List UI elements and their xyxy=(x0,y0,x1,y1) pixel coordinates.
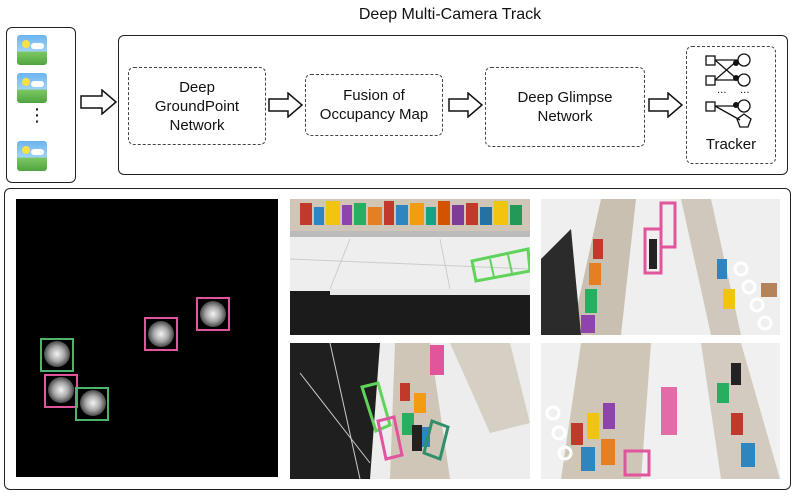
stage-groundpoint-network: Deep GroundPoint Network xyxy=(128,67,266,145)
occupancy-blob xyxy=(148,321,174,347)
input-images-panel xyxy=(6,27,76,183)
stage-glimpse-network: Deep Glimpse Network xyxy=(485,67,645,147)
camera-view xyxy=(541,199,780,335)
detection-box-pink xyxy=(144,317,178,351)
right-arrow-icon xyxy=(448,92,484,118)
occupancy-blob xyxy=(48,377,74,403)
more-images-ellipsis: ⋮ xyxy=(28,105,46,125)
stage-occupancy-fusion: Fusion of Occupancy Map xyxy=(305,74,443,136)
stage-tracker xyxy=(686,46,776,164)
occupancy-blob xyxy=(80,390,106,416)
results-panel xyxy=(4,188,791,490)
detection-box-pink xyxy=(196,297,230,331)
camera-view xyxy=(290,199,530,335)
tracker-label: Tracker xyxy=(705,136,757,153)
right-arrow-icon xyxy=(648,92,684,118)
detection-box-green xyxy=(75,387,109,421)
detection-box-pink xyxy=(44,374,78,408)
svg-text:···: ··· xyxy=(717,88,727,99)
pipeline-container xyxy=(118,35,788,175)
detection-box-green xyxy=(40,338,74,372)
camera-image-icon xyxy=(17,73,47,103)
camera-view xyxy=(541,343,780,479)
camera-image-icon xyxy=(17,35,47,65)
right-arrow-icon xyxy=(268,92,304,118)
camera-image-icon xyxy=(17,141,47,171)
svg-text:···: ··· xyxy=(740,88,750,99)
page-title: Deep Multi-Camera Track xyxy=(358,6,542,23)
camera-view xyxy=(290,343,530,479)
right-arrow-icon xyxy=(80,89,118,115)
occupancy-blob xyxy=(44,341,70,367)
occupancy-blob xyxy=(200,301,226,327)
graph-node-icon: ··· ··· xyxy=(705,53,752,128)
